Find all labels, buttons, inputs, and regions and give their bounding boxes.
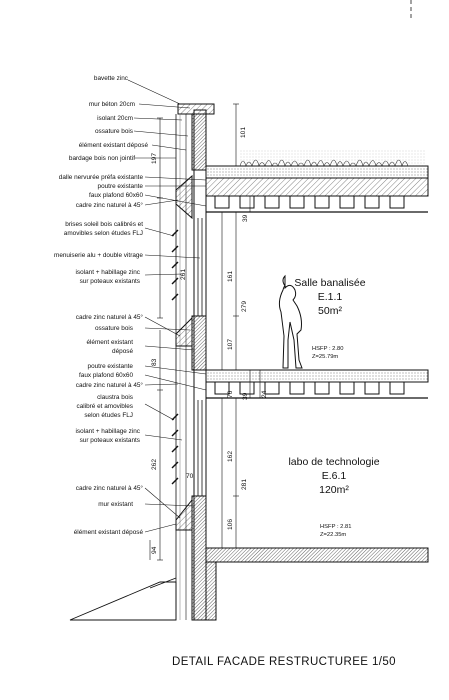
label-cadre-zinc: cadre zinc naturel à 45°	[76, 381, 144, 389]
dim-39: 39	[242, 214, 249, 222]
label-mur-existant: mur existant	[98, 501, 133, 508]
room-1-area: 50m²	[318, 305, 342, 317]
room-1-hsfp: HSFP : 2.80	[312, 346, 343, 352]
building-structure	[69, 103, 429, 621]
label-poutre: poutre existante	[98, 183, 144, 190]
label-mur-beton: mur béton 20cm	[89, 101, 135, 108]
dim-70: 70	[186, 473, 194, 480]
ground-slab	[205, 547, 429, 563]
dimension-texts: 101 197 39 161 279 261 107 83 76 39 24 7…	[151, 127, 268, 554]
dim-76: 76	[227, 390, 234, 398]
dim-162: 162	[227, 451, 234, 462]
dim-279: 279	[241, 301, 248, 312]
dimension-lines	[149, 103, 261, 561]
parapet	[177, 103, 215, 115]
label-menuiserie: menuiserie alu + double vitrage	[54, 252, 143, 259]
room-2-z: Z=22.35m	[320, 532, 346, 538]
room-2: labo de technologie E.6.1 120m² HSFP : 2…	[288, 456, 379, 538]
label-claustra-3: selon études FLJ	[84, 412, 133, 419]
dim-24: 24	[261, 390, 268, 398]
room-1-z: Z=25.79m	[312, 354, 338, 360]
label-element-existant: élément existant déposé	[74, 529, 144, 536]
foundation	[205, 561, 217, 621]
dim-107: 107	[227, 339, 234, 350]
annotation-labels: bavette zinc mur béton 20cm isolant 20cm…	[54, 75, 148, 536]
room-2-name: labo de technologie	[288, 456, 379, 468]
roof-ribbed	[205, 177, 429, 197]
label-faux-plafond: faux plafond 60x60	[79, 372, 133, 379]
label-isolant-habillage-1: isolant + habillage zinc	[76, 269, 141, 276]
room-2-area: 120m²	[319, 484, 349, 496]
label-dalle: dalle nervurée préfa existante	[59, 174, 144, 181]
dim-262: 262	[151, 459, 158, 470]
brise-soleil-slats	[171, 229, 179, 485]
room-2-code: E.6.1	[322, 470, 347, 482]
label-element-existant-1: élément existant	[86, 339, 133, 346]
label-bardage: bardage bois non jointif	[69, 155, 135, 162]
dim-197: 197	[151, 153, 158, 164]
label-isolant-habillage-2: sur poteaux existants	[80, 437, 140, 444]
dim-39: 39	[242, 392, 249, 400]
earth-line	[69, 581, 177, 621]
room-1-code: E.1.1	[318, 291, 343, 303]
human-figure	[278, 274, 303, 369]
label-element-existant-2: déposé	[112, 348, 133, 355]
mid-wall	[191, 315, 207, 371]
label-claustra-2: calibré et amovibles	[77, 403, 133, 410]
dim-101: 101	[240, 127, 247, 138]
label-bavette-zinc: bavette zinc	[94, 75, 129, 82]
drawing-title: DETAIL FACADE RESTRUCTUREE 1/50	[172, 656, 396, 668]
label-isolant-habillage-1: isolant + habillage zinc	[76, 428, 141, 435]
label-cadre-zinc: cadre zinc naturel à 45°	[76, 201, 144, 209]
dim-94: 94	[151, 546, 158, 554]
lower-wall	[191, 495, 207, 621]
label-isolant-habillage-2: sur poteaux existants	[80, 278, 140, 285]
dim-281: 281	[241, 479, 248, 490]
label-ossature-bois: ossature bois	[95, 325, 133, 332]
label-brises-soleil-1: brises soleil bois calibrés et	[65, 221, 143, 228]
label-isolant: isolant 20cm	[97, 115, 133, 122]
room-1-name: Salle banalisée	[294, 277, 365, 289]
label-element-existant: élément existant déposé	[79, 142, 149, 149]
room-1: Salle banalisée E.1.1 50m² HSFP : 2.80 Z…	[294, 277, 365, 360]
label-brises-soleil-2: amovibles selon études FLJ	[64, 230, 143, 237]
dim-261: 261	[180, 269, 187, 280]
zinc-frame-2	[175, 316, 193, 347]
leader-lines	[127, 79, 207, 533]
dim-83: 83	[151, 358, 158, 366]
label-faux-plafond: faux plafond 60x60	[89, 192, 143, 199]
upper-wall	[191, 113, 207, 171]
zinc-frame-3	[175, 498, 193, 531]
label-cadre-zinc: cadre zinc naturel à 45°	[76, 484, 144, 492]
dim-161: 161	[227, 271, 234, 282]
floor-slab-1	[205, 369, 429, 383]
zinc-frame-1	[175, 174, 193, 220]
label-poutre: poutre existante	[88, 363, 134, 370]
room-2-hsfp: HSFP : 2.81	[320, 524, 351, 530]
dim-106: 106	[227, 519, 234, 530]
roof-slab	[205, 165, 429, 179]
label-cadre-zinc: cadre zinc naturel à 45°	[76, 313, 144, 321]
label-claustra-1: claustra bois	[97, 394, 133, 401]
label-ossature-bois: ossature bois	[95, 128, 133, 135]
